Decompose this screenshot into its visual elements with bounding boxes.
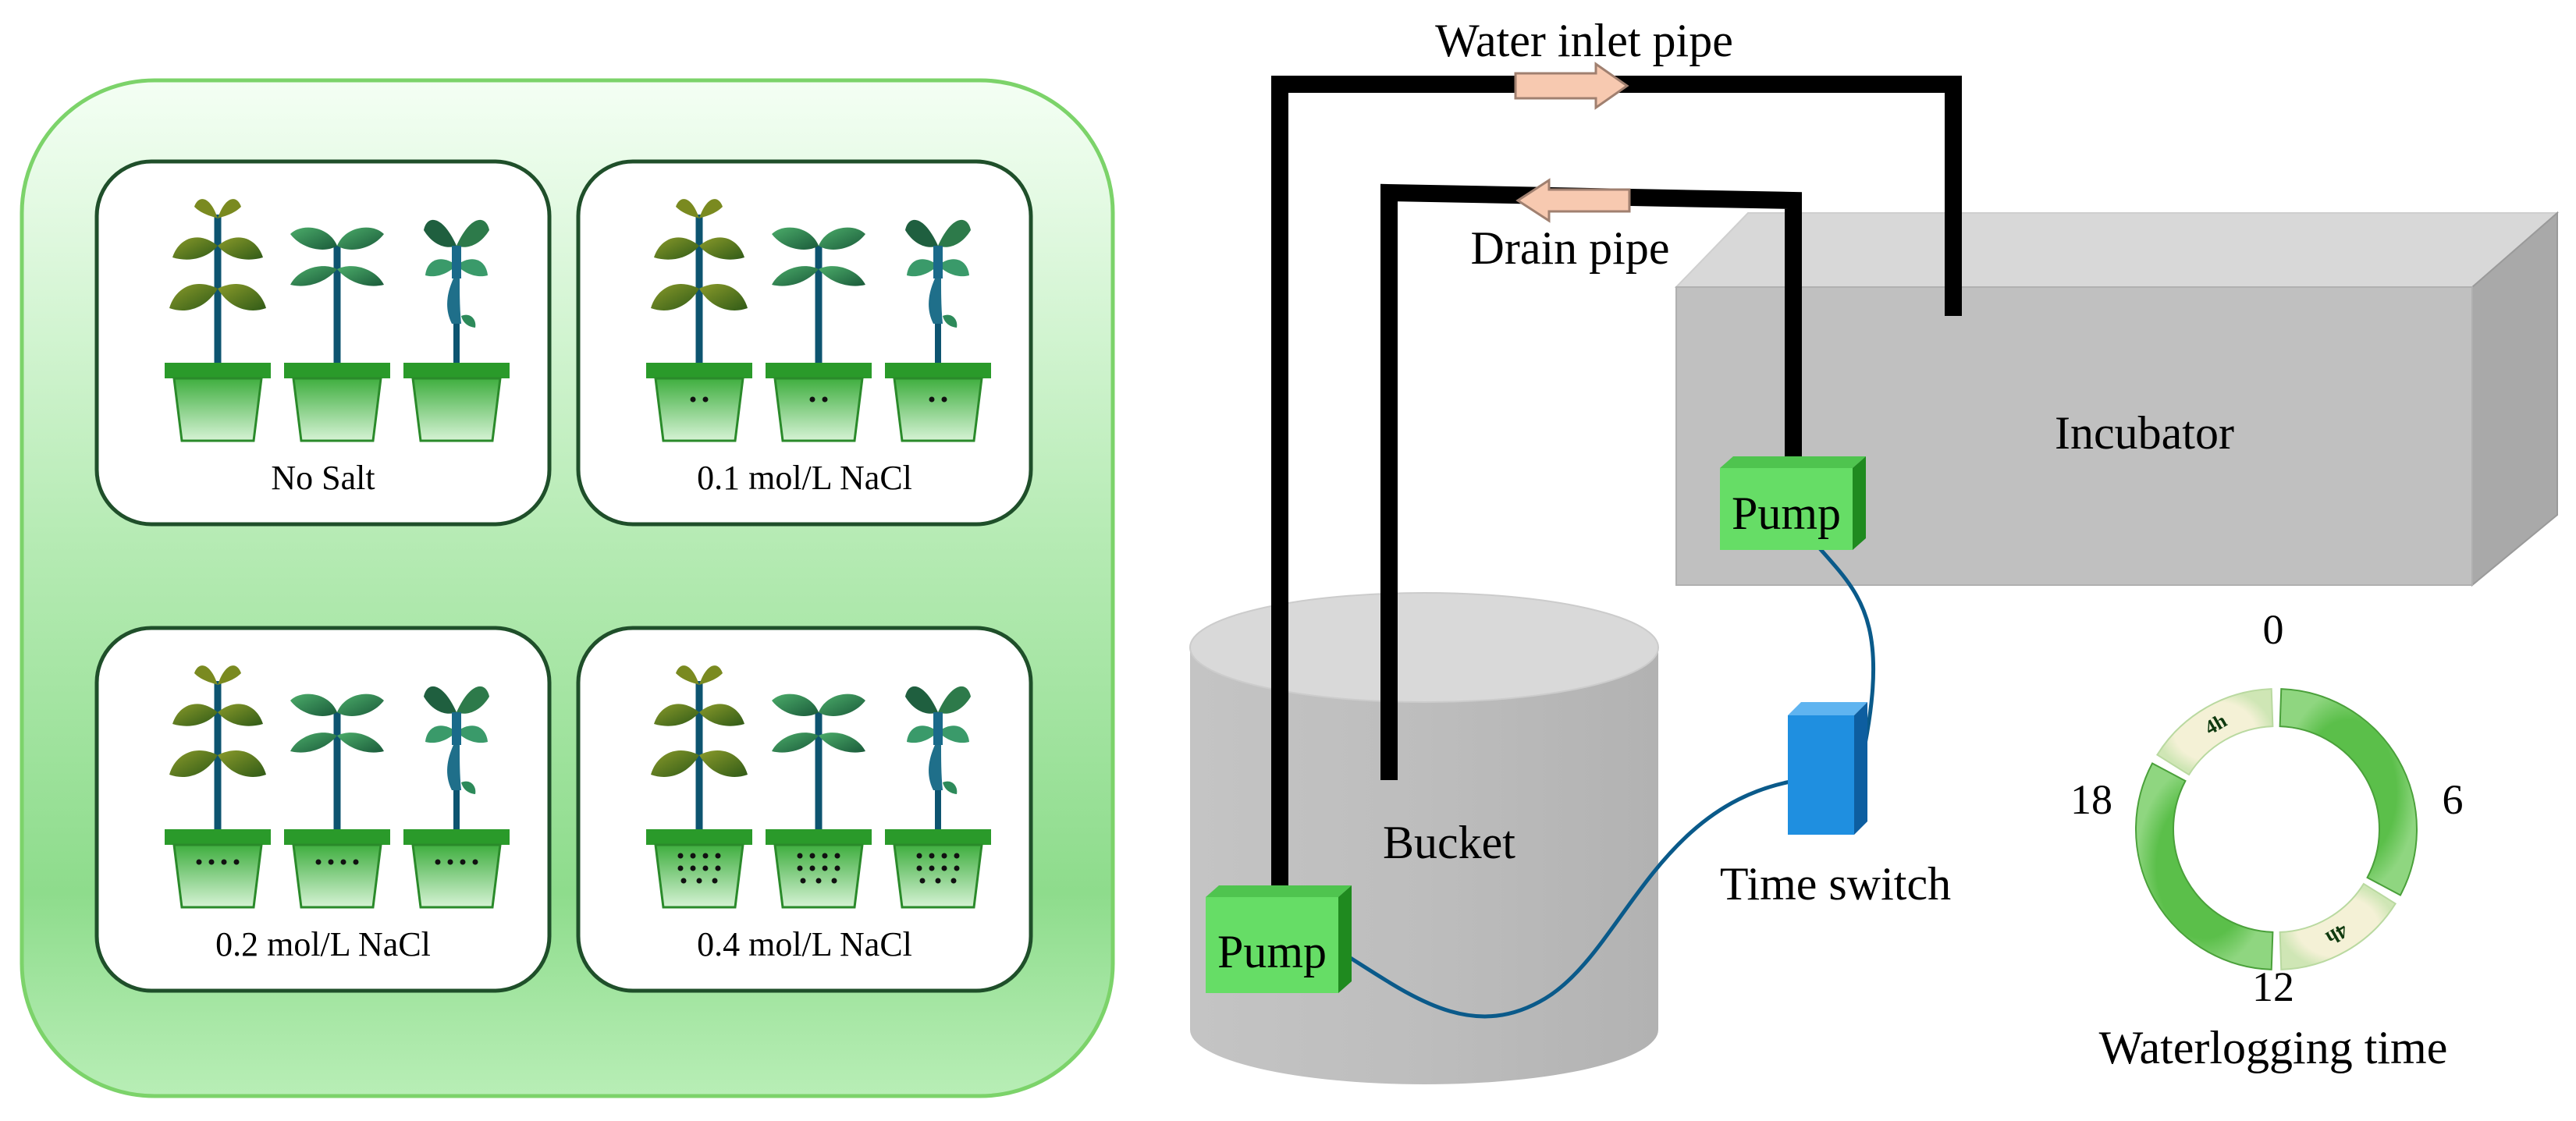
- incubator-label: Incubator: [2055, 407, 2234, 459]
- salt-dot: [815, 878, 822, 884]
- salt-dot: [702, 853, 709, 859]
- salt-dot: [916, 853, 922, 859]
- salt-dot: [834, 853, 840, 859]
- panel-0-1-nacl: 0.1 mol/L NaCl: [576, 159, 1033, 527]
- salt-dot: [809, 865, 815, 871]
- pot: [402, 361, 511, 442]
- bucket: Bucket: [1189, 592, 1659, 1084]
- salt-dot: [690, 853, 696, 859]
- salt-dot: [696, 878, 702, 884]
- bucket-label: Bucket: [1383, 817, 1515, 868]
- salt-dot: [950, 878, 957, 884]
- salt-dot: [831, 878, 837, 884]
- salt-dot: [472, 859, 478, 865]
- pot: [402, 828, 511, 909]
- salt-dot: [822, 396, 828, 403]
- salt-dot: [954, 865, 960, 871]
- wire-switch-to-pump: [1329, 778, 1800, 1019]
- timer-segment-on: [2155, 688, 2274, 776]
- timer-tick-6: 6: [2443, 776, 2464, 823]
- pot: [163, 828, 272, 909]
- salt-dot: [715, 865, 721, 871]
- salt-dot: [834, 865, 840, 871]
- pot: [764, 828, 873, 909]
- salt-dot: [315, 859, 322, 865]
- timer-segment-on: [2279, 882, 2397, 970]
- drain-flow-arrow: [1515, 178, 1631, 223]
- time-switch-label: Time switch: [1720, 858, 1951, 910]
- pot: [645, 828, 754, 909]
- pump-incubator: Pump: [1720, 456, 1866, 550]
- salt-dot: [435, 859, 441, 865]
- salt-dot: [941, 853, 947, 859]
- salt-dot: [196, 859, 202, 865]
- timer-tick-18: 18: [2070, 776, 2112, 823]
- salt-dot: [208, 859, 215, 865]
- timer-title: Waterlogging time: [2099, 1022, 2448, 1073]
- inlet-flow-arrow: [1514, 62, 1629, 110]
- panel-label: No Salt: [271, 459, 375, 497]
- salt-dot: [800, 878, 806, 884]
- pump-incubator-label: Pump: [1732, 488, 1841, 539]
- salt-dot: [680, 878, 687, 884]
- panel-label: 0.1 mol/L NaCl: [697, 459, 912, 497]
- salt-dot: [702, 396, 709, 403]
- salt-dot: [929, 396, 935, 403]
- timer-tick-0: 0: [2263, 606, 2284, 653]
- salt-dot: [712, 878, 718, 884]
- salt-dot: [221, 859, 227, 865]
- salt-dot: [797, 853, 803, 859]
- salt-dot: [233, 859, 240, 865]
- pot: [883, 361, 993, 442]
- salt-dot: [328, 859, 334, 865]
- salt-dot: [447, 859, 453, 865]
- panel-label: 0.2 mol/L NaCl: [215, 925, 431, 963]
- salt-dot: [919, 878, 926, 884]
- salt-dot: [677, 853, 684, 859]
- panel-0-2-nacl: 0.2 mol/L NaCl: [94, 626, 552, 993]
- water-inlet-pipe-label: Water inlet pipe: [1435, 15, 1733, 66]
- panel-no-salt: No Salt: [94, 159, 552, 527]
- pump-bucket-label: Pump: [1217, 926, 1327, 977]
- salt-dot: [935, 878, 941, 884]
- salt-dot: [677, 865, 684, 871]
- salt-dot: [954, 853, 960, 859]
- salt-dot: [715, 853, 721, 859]
- salt-dot: [353, 859, 359, 865]
- salt-dot: [941, 396, 947, 403]
- salt-dot: [929, 865, 935, 871]
- salt-dot: [822, 865, 828, 871]
- pot: [645, 361, 754, 442]
- salt-dot: [929, 853, 935, 859]
- wire-pump-to-switch: [1813, 541, 1875, 781]
- panel-0-4-nacl: 0.4 mol/L NaCl: [576, 626, 1033, 993]
- timer-segment-off: [2135, 762, 2274, 970]
- pot: [282, 361, 392, 442]
- pot: [764, 361, 873, 442]
- salt-dot: [690, 396, 696, 403]
- salt-dot: [941, 865, 947, 871]
- salt-dot: [916, 865, 922, 871]
- pot: [282, 828, 392, 909]
- salt-dot: [460, 859, 466, 865]
- salt-dot: [797, 865, 803, 871]
- timer-segment-off: [2279, 688, 2418, 896]
- pot: [163, 361, 272, 442]
- drain-pipe-label: Drain pipe: [1471, 222, 1670, 274]
- salt-dot: [702, 865, 709, 871]
- salt-dot: [690, 865, 696, 871]
- panel-label: 0.4 mol/L NaCl: [697, 925, 912, 963]
- time-switch: [1788, 702, 1867, 835]
- salt-dot: [809, 853, 815, 859]
- pot: [883, 828, 993, 909]
- timer-tick-12: 12: [2252, 963, 2294, 1010]
- salt-dot: [340, 859, 346, 865]
- salt-dot: [822, 853, 828, 859]
- pump-bucket: Pump: [1206, 885, 1352, 993]
- salt-dot: [809, 396, 815, 403]
